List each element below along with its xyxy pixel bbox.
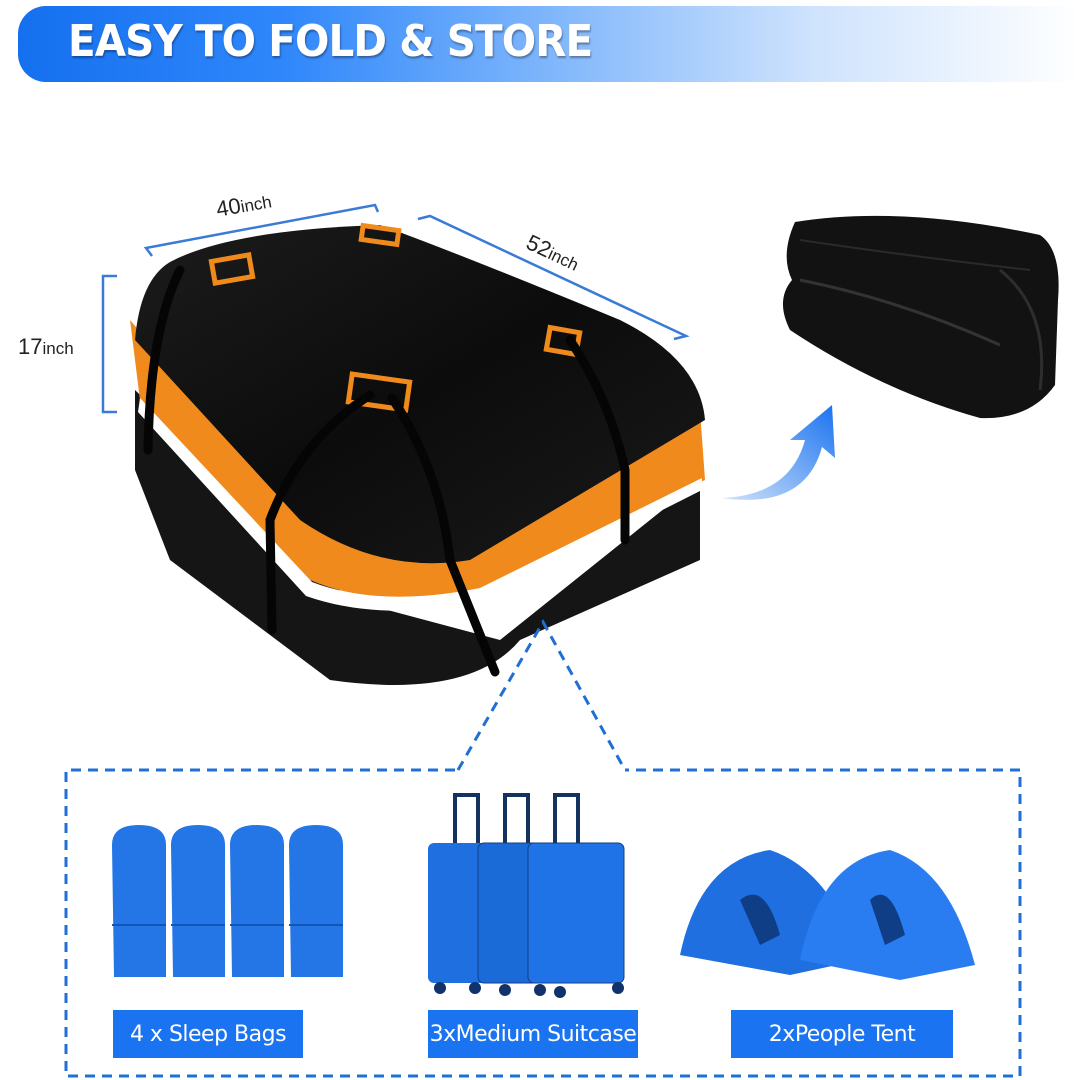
title-banner: [18, 6, 1080, 82]
caption-tents: 2xPeople Tent: [731, 1010, 953, 1058]
suitcases-illustration: [428, 793, 625, 998]
capacity-box-border: [64, 618, 1022, 1078]
height-unit: inch: [42, 339, 74, 358]
fold-arrow-icon: [722, 405, 835, 500]
caption-suitcases: 3xMedium Suitcase: [428, 1010, 638, 1058]
height-value: 17: [18, 334, 43, 359]
caption-sleep-bags: 4 x Sleep Bags: [113, 1010, 303, 1058]
sleeping-bags-illustration: [112, 825, 343, 977]
banner-title: EASY TO FOLD & STORE: [68, 16, 593, 67]
tents-illustration: [680, 850, 975, 980]
cargo-bag: [130, 222, 705, 685]
width-unit: inch: [239, 192, 274, 217]
dimension-lines: [101, 203, 690, 414]
dimension-height-label: 17inch: [18, 334, 74, 360]
folded-bag: [782, 215, 1059, 419]
